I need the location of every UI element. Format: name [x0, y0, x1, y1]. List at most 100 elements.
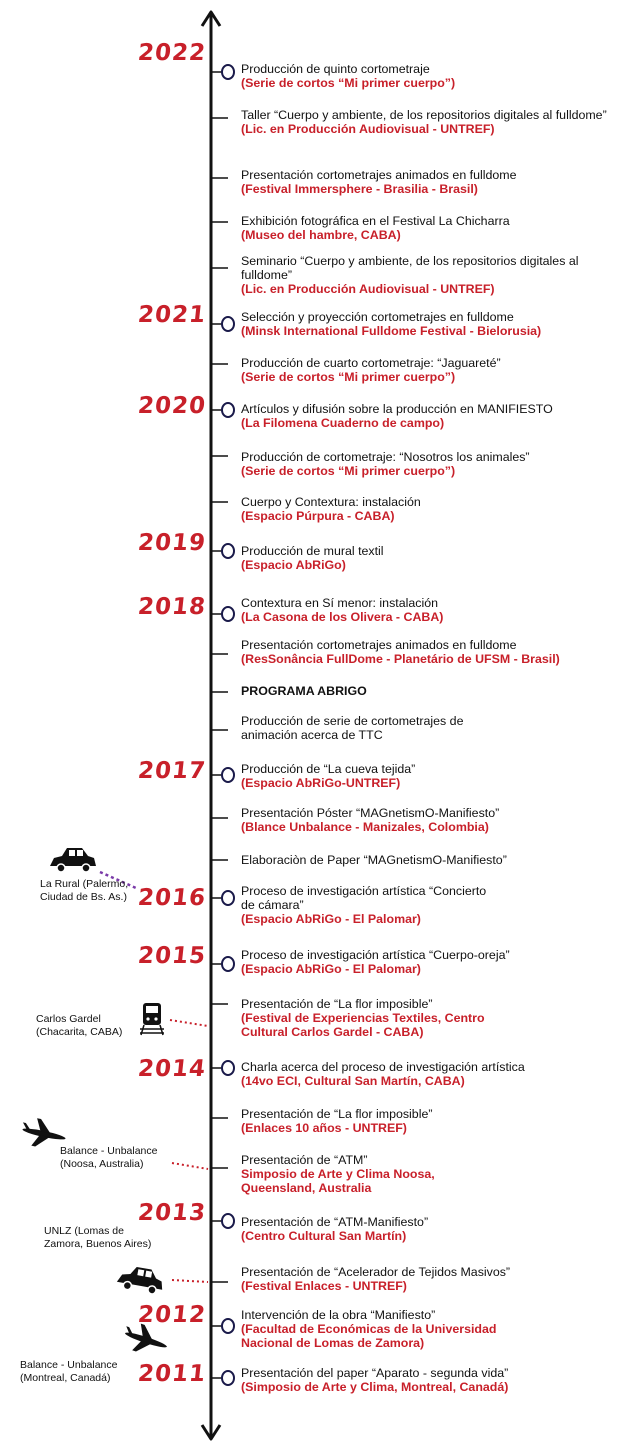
entry-title: Charla acerca del proceso de investigaci… [241, 1060, 525, 1074]
entry-title: Exhibición fotográfica en el Festival La… [241, 214, 510, 228]
connector-carlos-gardel [169, 1019, 209, 1027]
timeline-entry: Producción de cortometraje: “Nosotros lo… [241, 450, 626, 478]
entry-subtitle: (Centro Cultural San Martín) [241, 1229, 407, 1243]
entry-subtitle: (Blance Unbalance - Manizales, Colombia) [241, 820, 489, 834]
entry-subtitle: (Enlaces 10 años - UNTREF) [241, 1121, 407, 1135]
entry-title: Presentación de “ATM-Manifiesto” [241, 1215, 429, 1229]
timeline-entry: Producción de “La cueva tejida”(Espacio … [241, 762, 626, 790]
year-label: 2021 [136, 302, 208, 328]
timeline-entry: PROGRAMA ABRIGO [241, 684, 626, 698]
year-marker [221, 606, 235, 622]
year-label: 2017 [136, 758, 208, 784]
entry-title: Presentación cortometrajes animados en f… [241, 638, 517, 652]
entry-subtitle: (Serie de cortos “Mi primer cuerpo”) [241, 370, 456, 384]
entry-subtitle: (Serie de cortos “Mi primer cuerpo”) [241, 76, 456, 90]
timeline-entry: Presentación de “ATM”Simposio de Arte y … [241, 1153, 626, 1195]
entry-subtitle: (Serie de cortos “Mi primer cuerpo”) [241, 464, 456, 478]
car-icon [50, 848, 96, 873]
year-label: 2012 [136, 1302, 208, 1328]
entry-subtitle: (Minsk International Fulldome Festival -… [241, 324, 542, 338]
connector-la-rural [99, 870, 137, 890]
entry-title: Seminario “Cuerpo y ambiente, de los rep… [241, 254, 579, 282]
entry-subtitle: (ResSonância FullDome - Planetário de UF… [241, 652, 560, 666]
entry-subtitle: (Lic. en Producción Audiovisual - UNTREF… [241, 122, 495, 136]
entry-subtitle: (Festival Immersphere - Brasilia - Brasi… [241, 182, 478, 196]
year-marker [221, 543, 235, 559]
location-label: Balance - Unbalance (Montreal, Canadá) [20, 1359, 118, 1384]
timeline-entry: Presentación del paper “Aparato - segund… [241, 1366, 626, 1394]
entry-title: Presentación Póster “MAGnetismO-Manifies… [241, 806, 500, 820]
entry-title: Contextura en Sí menor: instalación [241, 596, 438, 610]
entry-title: Presentación de “La flor imposible” [241, 997, 433, 1011]
entry-title: Producción de “La cueva tejida” [241, 762, 416, 776]
timeline-entry: Producción de mural textil(Espacio AbRiG… [241, 544, 626, 572]
year-label: 2022 [136, 40, 208, 66]
timeline-entry: Exhibición fotográfica en el Festival La… [241, 214, 626, 242]
timeline-entry: Seminario “Cuerpo y ambiente, de los rep… [241, 254, 626, 296]
entry-title: Producción de quinto cortometraje [241, 62, 430, 76]
year-label: 2018 [136, 594, 208, 620]
timeline-entry: Elaboraciòn de Paper “MAGnetismO-Manifie… [241, 853, 626, 867]
location-label: UNLZ (Lomas de Zamora, Buenos Aires) [44, 1225, 152, 1250]
entry-subtitle: (Simposio de Arte y Clima, Montreal, Can… [241, 1380, 509, 1394]
entry-subtitle: (Facultad de Económicas de la Universida… [241, 1322, 497, 1350]
timeline-entry: Contextura en Sí menor: instalación(La C… [241, 596, 626, 624]
year-label: 2020 [136, 393, 208, 419]
connector-unlz [171, 1279, 209, 1283]
entry-title: Producción de serie de cortometrajes de … [241, 714, 464, 742]
entry-title: Presentación de “ATM” [241, 1153, 368, 1167]
car-icon [116, 1266, 163, 1295]
timeline-entry: Presentación cortometrajes animados en f… [241, 168, 626, 196]
airplane-icon [22, 1118, 66, 1147]
timeline-entry: Selección y proyección cortometrajes en … [241, 310, 626, 338]
timeline-entry: Producción de serie de cortometrajes de … [241, 714, 626, 742]
year-marker [221, 1213, 235, 1229]
train-icon [140, 1003, 164, 1036]
entry-title: Cuerpo y Contextura: instalación [241, 495, 421, 509]
entry-title: Proceso de investigación artística “Cuer… [241, 948, 510, 962]
entry-title: PROGRAMA ABRIGO [241, 684, 367, 698]
timeline-entry: Artículos y difusión sobre la producción… [241, 402, 626, 430]
entry-title: Proceso de investigación artística “Conc… [241, 884, 487, 912]
entry-subtitle: Simposio de Arte y Clima Noosa, Queensla… [241, 1167, 435, 1195]
entry-subtitle: (Espacio AbRiGo-UNTREF) [241, 776, 401, 790]
timeline-entry: Presentación cortometrajes animados en f… [241, 638, 626, 666]
year-marker [221, 402, 235, 418]
entry-subtitle: (Espacio AbRiGo) [241, 558, 346, 572]
timeline-entry: Presentación de “ATM-Manifiesto”(Centro … [241, 1215, 626, 1243]
timeline-entry: Presentación de “La flor imposible”(Enla… [241, 1107, 626, 1135]
timeline-entry: Producción de cuarto cortometraje: “Jagu… [241, 356, 626, 384]
entry-subtitle: (La Filomena Cuaderno de campo) [241, 416, 445, 430]
entry-title: Presentación de “Acelerador de Tejidos M… [241, 1265, 511, 1279]
entry-title: Presentación de “La flor imposible” [241, 1107, 433, 1121]
timeline-entry: Producción de quinto cortometraje(Serie … [241, 62, 626, 90]
timeline-entry: Presentación de “Acelerador de Tejidos M… [241, 1265, 626, 1293]
entry-title: Taller “Cuerpo y ambiente, de los reposi… [241, 108, 607, 122]
year-marker [221, 890, 235, 906]
year-marker [221, 767, 235, 783]
year-marker [221, 956, 235, 972]
year-label: 2015 [136, 943, 208, 969]
timeline-entry: Presentación de “La flor imposible”(Fest… [241, 997, 626, 1039]
year-marker [221, 1370, 235, 1386]
airplane-icon [125, 1323, 167, 1352]
entry-subtitle: (Festival de Experiencias Textiles, Cent… [241, 1011, 485, 1039]
year-marker [221, 316, 235, 332]
location-label: Carlos Gardel (Chacarita, CABA) [36, 1013, 123, 1038]
timeline-entry: Charla acerca del proceso de investigaci… [241, 1060, 626, 1088]
entry-subtitle: (Espacio AbRiGo - El Palomar) [241, 912, 421, 926]
entry-title: Selección y proyección cortometrajes en … [241, 310, 514, 324]
year-marker [221, 1060, 235, 1076]
entry-subtitle: (Lic. en Producción Audiovisual - UNTREF… [241, 282, 495, 296]
timeline-entry: Intervención de la obra “Manifiesto”(Fac… [241, 1308, 626, 1350]
entry-subtitle: (Espacio Púrpura - CABA) [241, 509, 395, 523]
entry-title: Presentación cortometrajes animados en f… [241, 168, 517, 182]
timeline-entry: Cuerpo y Contextura: instalación(Espacio… [241, 495, 626, 523]
timeline-entry: Proceso de investigación artística “Conc… [241, 884, 626, 926]
entry-title: Producción de cortometraje: “Nosotros lo… [241, 450, 530, 464]
year-label: 2013 [136, 1200, 208, 1226]
year-marker [221, 64, 235, 80]
year-label: 2019 [136, 530, 208, 556]
entry-subtitle: (Espacio AbRiGo - El Palomar) [241, 962, 421, 976]
